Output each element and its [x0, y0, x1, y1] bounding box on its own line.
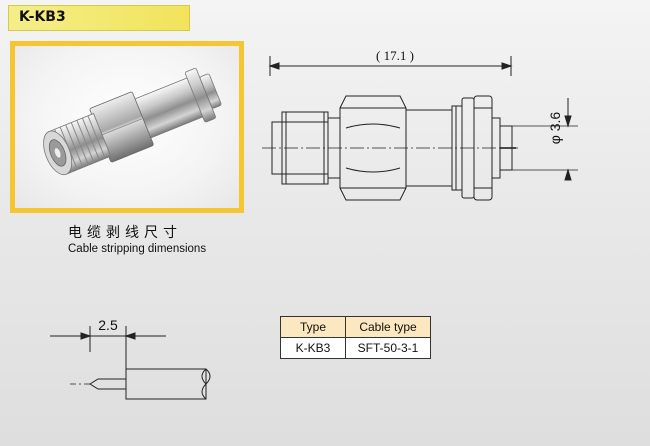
arrow-left	[268, 62, 280, 70]
header-type: Type	[280, 316, 346, 338]
table-row: K-KB3 SFT-50-3-1	[280, 337, 431, 359]
cable-illustration	[70, 368, 211, 400]
caption-english: Cable stripping dimensions	[68, 243, 207, 255]
title-bar: K-KB3	[8, 5, 190, 31]
caption-chinese: 电缆剥线尺寸	[68, 225, 182, 241]
cell-type: K-KB3	[280, 337, 346, 359]
overall-length-label: ( 17.1 )	[376, 48, 414, 63]
diameter-arrow-top	[564, 115, 572, 128]
spec-table: Type Cable type K-KB3 SFT-50-3-1	[280, 316, 431, 359]
connector-hex-nut	[339, 95, 407, 201]
strip-arrow-right	[124, 332, 136, 340]
header-cable-type: Cable type	[345, 316, 431, 338]
arrow-right	[501, 62, 513, 70]
strip-arrow-left	[80, 332, 92, 340]
strip-length-label: 2.5	[98, 317, 118, 333]
product-photo-frame	[10, 41, 244, 213]
diameter-arrow-bottom	[564, 168, 572, 181]
product-photo	[15, 46, 239, 208]
product-title: K-KB3	[19, 9, 66, 25]
connector-front-thread	[271, 111, 340, 185]
cell-cable-type: SFT-50-3-1	[345, 337, 431, 359]
table-header-row: Type Cable type	[280, 316, 431, 338]
diameter-label: φ 3.6	[547, 112, 563, 145]
connector-rear-flange	[461, 95, 516, 201]
connector-photo-illustration	[43, 68, 222, 176]
